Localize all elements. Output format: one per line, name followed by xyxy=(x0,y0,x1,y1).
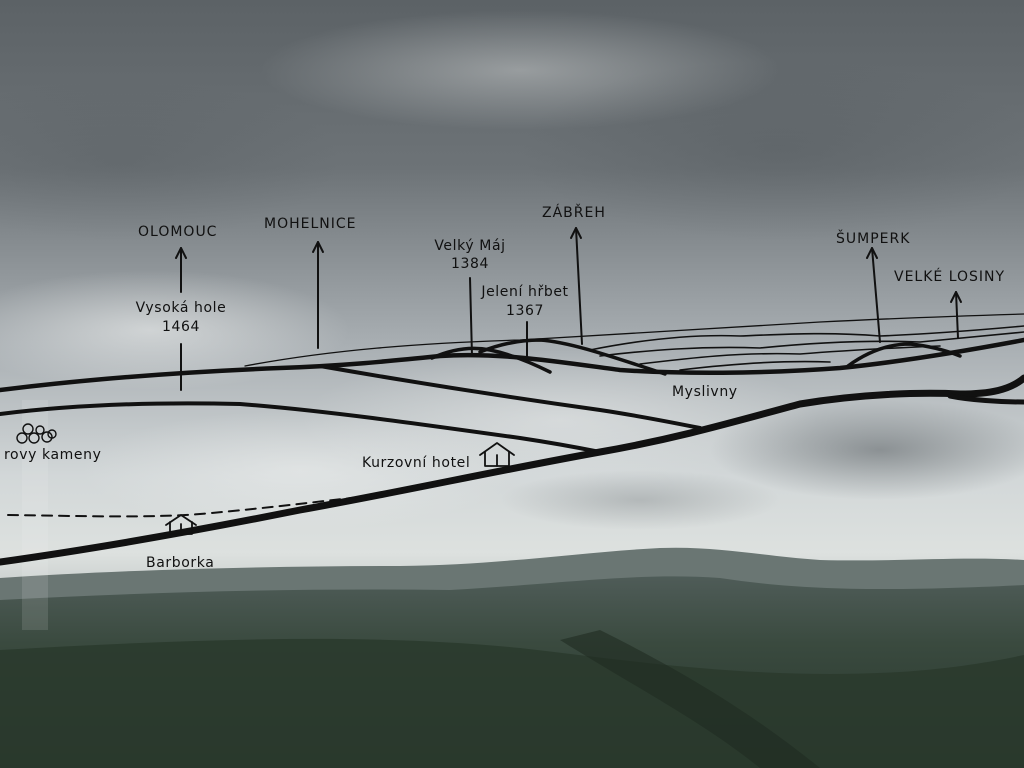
label-velky-maj-elevation: 1384 xyxy=(450,256,490,272)
sumperk-peak xyxy=(846,342,962,368)
label-velke-losiny: VELKÉ LOSINY xyxy=(894,269,1006,285)
arrow-up-icon xyxy=(175,247,187,293)
clouds xyxy=(0,10,1024,530)
jeleni-hrbet-peak xyxy=(478,338,667,376)
foreground-ridge-branch xyxy=(947,393,1024,405)
label-mohelnice: MOHELNICE xyxy=(264,216,357,232)
label-velky-maj: Velký Máj xyxy=(434,238,506,254)
label-kameny: rovy kameny xyxy=(4,447,102,463)
panorama-drawing xyxy=(0,227,1024,566)
distant-ridge-2 xyxy=(599,331,1024,357)
label-sumperk: ŠUMPERK xyxy=(836,231,911,247)
valley-fold xyxy=(560,630,820,768)
label-zabreh: ZÁBŘEH xyxy=(542,205,606,221)
foreground-ridge xyxy=(0,374,1024,566)
label-olomouc: OLOMOUC xyxy=(138,224,218,240)
myslivny-ridge xyxy=(318,364,702,430)
main-ridge-line xyxy=(0,337,1024,393)
label-barborka: Barborka xyxy=(146,555,215,571)
label-myslivny: Myslivny xyxy=(672,384,738,400)
label-jeleni-hrbet: Jelení hřbet xyxy=(481,284,569,300)
label-kurzovni-hotel: Kurzovní hotel xyxy=(362,455,471,471)
hut-icon xyxy=(479,442,515,467)
arrow-up-icon xyxy=(570,227,583,345)
velky-maj-pointer xyxy=(469,277,473,357)
lower-ridge xyxy=(0,401,602,454)
distant-ridge-4 xyxy=(679,360,831,371)
label-vysoka-hole: Vysoká hole xyxy=(135,300,227,316)
dashed-trail xyxy=(7,491,406,518)
label-jeleni-hrbet-elevation: 1367 xyxy=(505,303,545,319)
arrow-up-icon xyxy=(312,241,324,349)
arrow-up-icon xyxy=(950,291,962,339)
hut-icon xyxy=(165,514,197,535)
far-horizon-line xyxy=(244,313,1024,367)
arrow-up-icon xyxy=(866,247,881,343)
stones-icon xyxy=(16,423,57,444)
distant-ridge-3 xyxy=(639,345,941,365)
label-vysoka-hole-elevation: 1464 xyxy=(161,319,201,335)
distant-ridge-1 xyxy=(589,325,1024,351)
